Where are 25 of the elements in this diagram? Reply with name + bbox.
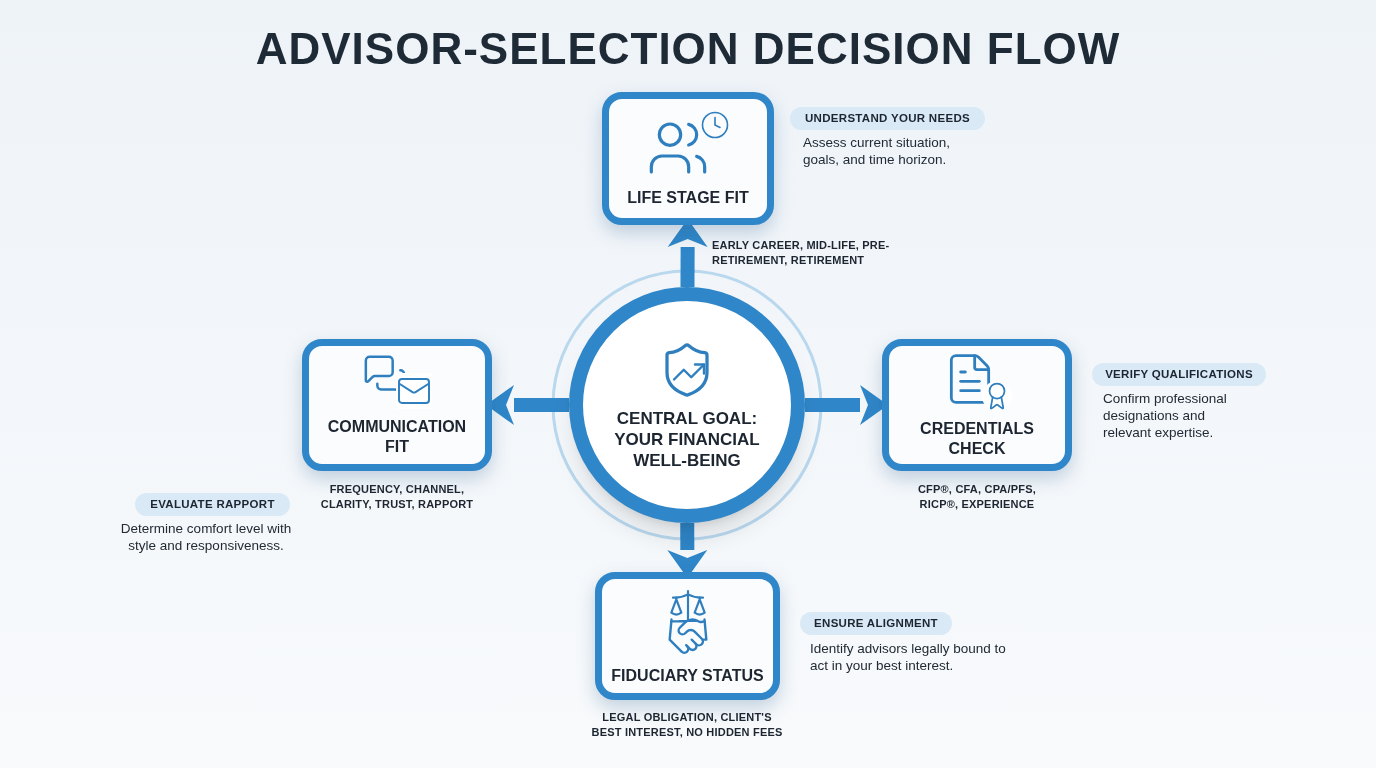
- node-title: CREDENTIALS CHECK: [919, 419, 1035, 459]
- step-tag: [800, 612, 952, 635]
- keyword-list: EARLY CAREER, MID-LIFE, PRE-RETIREMENT, RETIREMENT: [712, 238, 894, 268]
- criterion-card: [302, 339, 492, 471]
- step-tag: [1092, 363, 1266, 386]
- node-title: LIFE STAGE FIT: [627, 187, 749, 208]
- title: ADVISOR-SELECTION DECISION FLOW: [255, 23, 1121, 75]
- keyword-list: CFP®, CFA, CPA/PFS, RICP®, EXPERIENCE: [912, 482, 1042, 512]
- criterion-card: [882, 339, 1072, 471]
- keyword-list: FREQUENCY, CHANNEL, CLARITY, TRUST, RAPPORT: [307, 482, 487, 512]
- keyword-list: LEGAL OBLIGATION, CLIENT'S BEST INTEREST, NO HIDDEN FEES: [587, 710, 787, 740]
- description-text: Confirm professional designations and relevant expertise.: [1103, 390, 1228, 441]
- criterion-card: [595, 572, 780, 700]
- node-title: COMMUNICATION FIT: [326, 417, 468, 457]
- node-title: CENTRAL GOAL: YOUR FINANCIAL WELL-BEING: [613, 407, 761, 471]
- step-heading: ENSURE ALIGNMENT: [814, 615, 938, 631]
- node-title: FIDUCIARY STATUS: [611, 666, 764, 686]
- description-text: Identify advisors legally bound to act in your best interest.: [810, 640, 1007, 674]
- step-heading: EVALUATE RAPPORT: [150, 496, 275, 512]
- step-heading: VERIFY QUALIFICATIONS: [1105, 366, 1253, 382]
- step-tag: [135, 493, 290, 516]
- step-heading: UNDERSTAND YOUR NEEDS: [805, 110, 970, 126]
- description-text: Assess current situation, goals, and time horizon.: [803, 134, 952, 168]
- description-text: Determine comfort level with style and responsiveness.: [119, 520, 293, 554]
- criterion-card: [602, 92, 774, 225]
